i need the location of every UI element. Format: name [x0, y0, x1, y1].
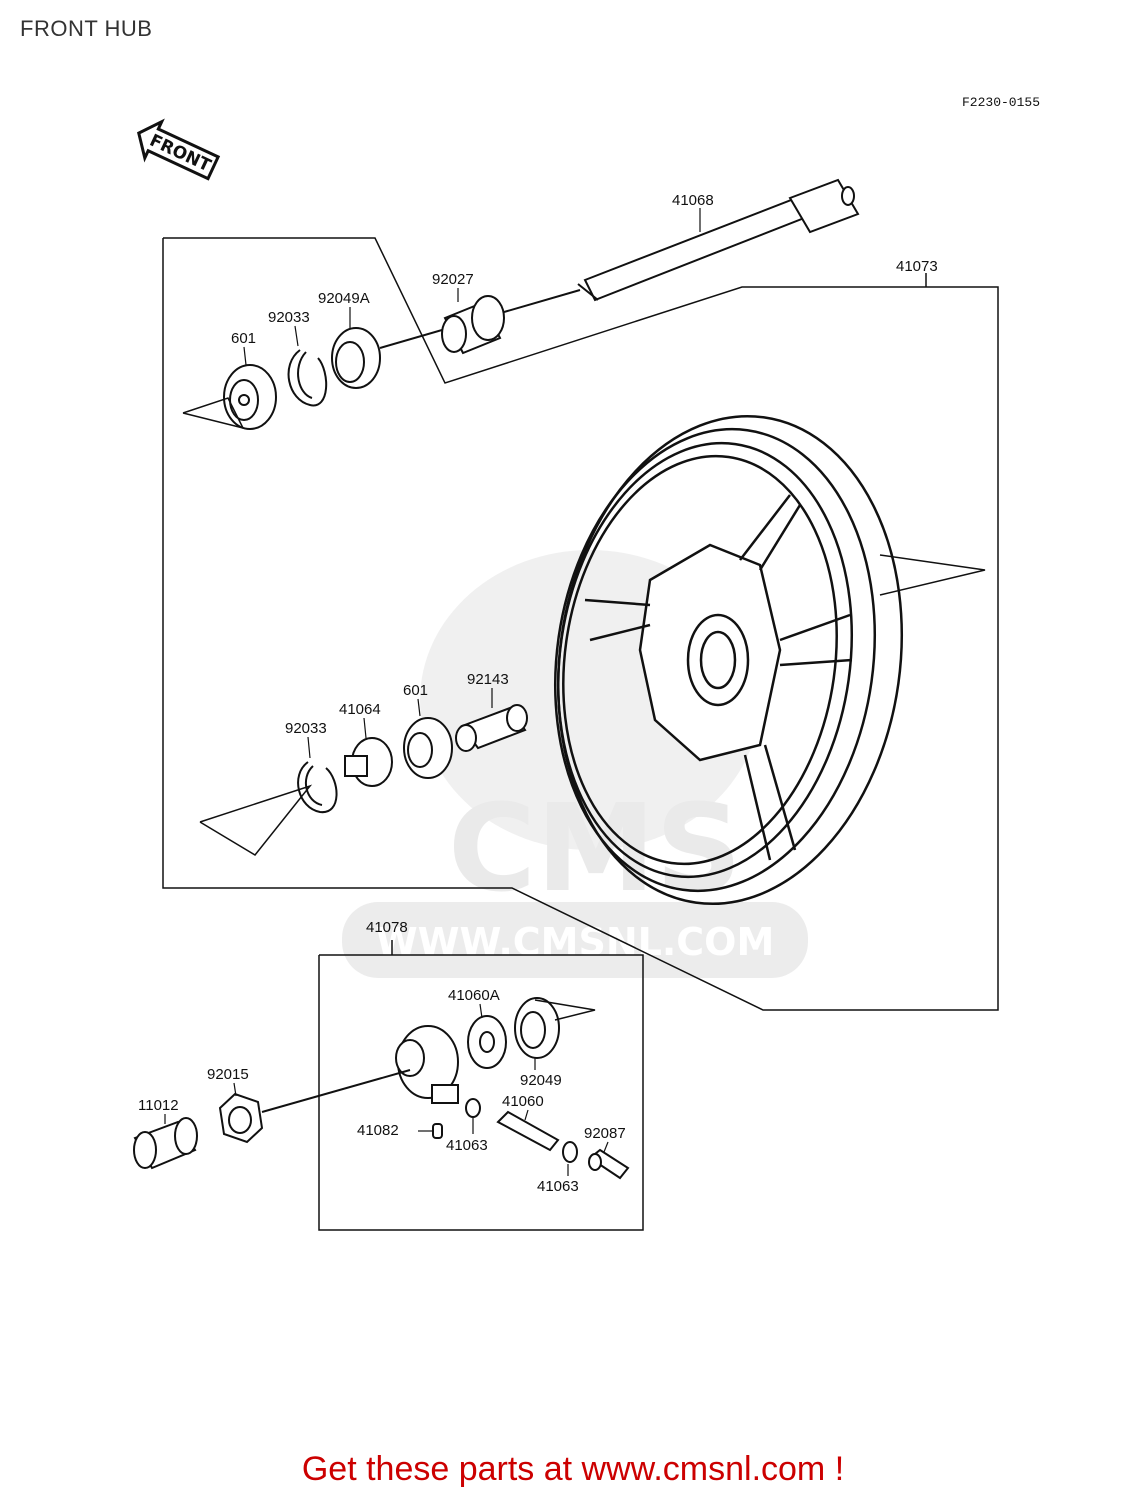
label-92143: 92143: [467, 671, 509, 688]
circlip-92033-top: [287, 349, 328, 407]
footer-cta-link[interactable]: Get these parts at www.cmsnl.com !: [301, 1450, 845, 1488]
oil-seal-92049: [514, 997, 560, 1059]
leader-lines: [164, 208, 701, 1176]
gear-41060A: [467, 1015, 507, 1069]
nut-92015: [218, 1069, 411, 1144]
meter-gear-housing-41078: [395, 1025, 459, 1104]
label-41064: 41064: [339, 701, 381, 718]
assembly-outlines: [162, 237, 999, 1231]
diagram-ref-code: F2230-0155: [962, 95, 1040, 110]
washer-41063-a: [465, 1098, 481, 1118]
washer-41063-b: [562, 1141, 578, 1163]
label-41082: 41082: [357, 1122, 399, 1139]
label-92049: 92049: [520, 1072, 562, 1089]
bearing-601-mid: [403, 717, 453, 779]
front-arrow-icon: FRONT: [137, 118, 221, 181]
label-92087: 92087: [584, 1125, 626, 1142]
label-41073: 41073: [896, 258, 938, 275]
label-41060A: 41060A: [448, 987, 500, 1004]
label-92033-mid: 92033: [285, 720, 327, 737]
bearing-601-top: [223, 364, 277, 430]
collar-92027: [441, 295, 505, 355]
part-labels: 41068 41073 92027 92049A 92033 601 92143…: [138, 192, 938, 1195]
label-41060: 41060: [502, 1093, 544, 1110]
label-41078: 41078: [366, 919, 408, 936]
circlip-92033-mid: [297, 761, 338, 814]
pin-41082: [432, 1123, 443, 1139]
bushing-92087: [588, 1148, 630, 1180]
front-wheel-41073: [553, 414, 986, 906]
label-92033-top: 92033: [268, 309, 310, 326]
label-92015: 92015: [207, 1066, 249, 1083]
cap-11012: [133, 1117, 198, 1170]
spacer-92143: [455, 704, 528, 752]
label-92027: 92027: [432, 271, 474, 288]
label-11012: 11012: [138, 1097, 179, 1114]
label-41063-a: 41063: [446, 1137, 488, 1154]
retainer-41064: [344, 737, 393, 787]
page-title: FRONT HUB: [20, 16, 153, 41]
exploded-parts-diagram: CMS WWW.CMSNL.COM F2230-0155 FRONT: [133, 95, 1040, 1231]
label-41063-b: 41063: [537, 1178, 579, 1195]
watermark-url-text: WWW.CMSNL.COM: [376, 920, 775, 964]
label-601-top: 601: [231, 330, 256, 347]
label-92049A: 92049A: [318, 290, 370, 307]
pinion-41060: [496, 1110, 560, 1152]
label-601-mid: 601: [403, 682, 428, 699]
oil-seal-92049A: [331, 327, 381, 389]
watermark-logo-text: CMS: [448, 780, 742, 919]
label-41068: 41068: [672, 192, 714, 209]
